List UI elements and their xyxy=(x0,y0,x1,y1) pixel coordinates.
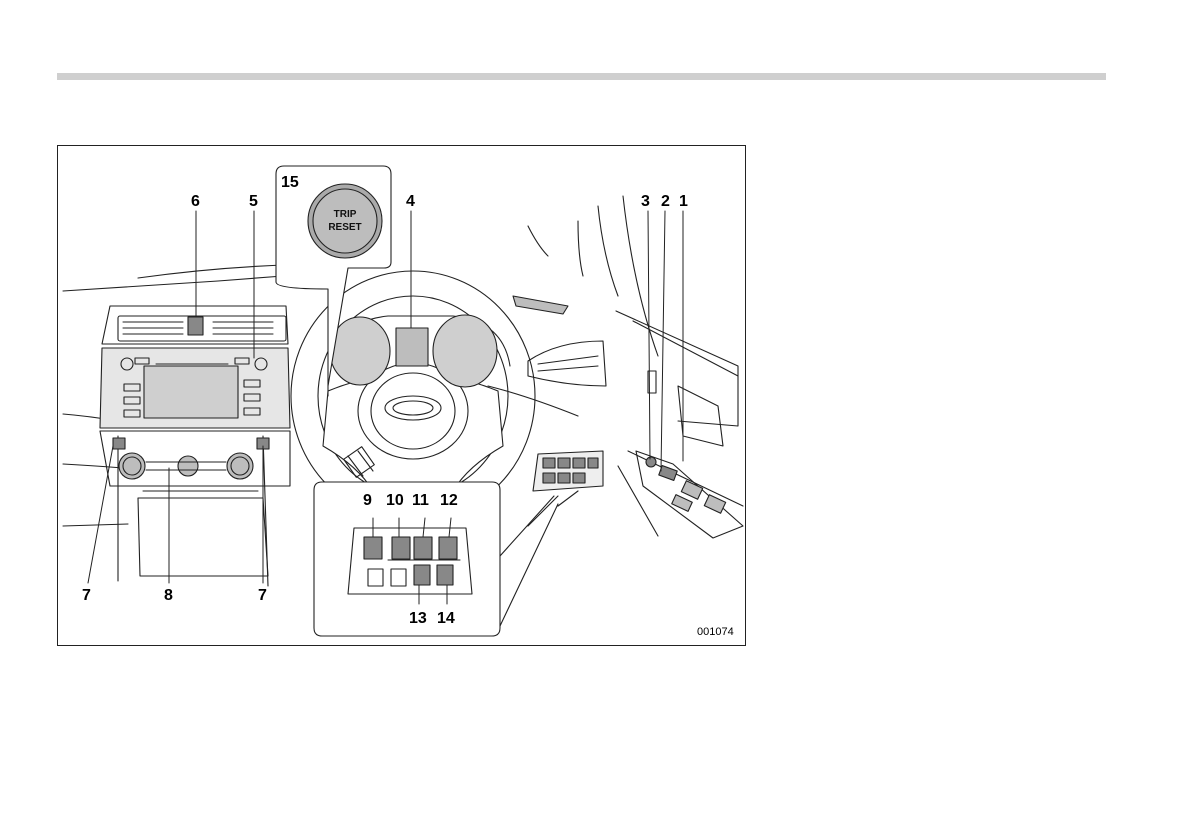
callout-3: 3 xyxy=(641,193,650,210)
callout-8: 8 xyxy=(164,587,173,604)
callout-4: 4 xyxy=(406,193,415,210)
callout-9: 9 xyxy=(363,492,372,509)
multi-info-display xyxy=(396,328,428,366)
switch-9 xyxy=(364,537,382,559)
speedometer xyxy=(433,315,497,387)
lower-switch-panel xyxy=(528,451,603,526)
center-console xyxy=(100,306,290,576)
switch-12 xyxy=(439,537,457,559)
dashboard-illustration: 1 2 3 4 5 6 7 8 7 15 9 10 11 12 13 14 TR… xyxy=(58,146,746,646)
callout-11: 11 xyxy=(412,492,429,509)
callout-15: 15 xyxy=(281,174,299,191)
callout-7-left: 7 xyxy=(82,587,91,604)
callout-7-right: 7 xyxy=(258,587,267,604)
switch-13 xyxy=(414,565,430,585)
dashboard-figure: 1 2 3 4 5 6 7 8 7 15 9 10 11 12 13 14 TR… xyxy=(57,145,746,646)
callout-6: 6 xyxy=(191,193,200,210)
switch-14 xyxy=(437,565,453,585)
seat-heater-left xyxy=(113,438,125,449)
climate-knob-center xyxy=(178,456,198,476)
switch-11 xyxy=(414,537,432,559)
callout-10: 10 xyxy=(386,492,404,509)
audio-screen xyxy=(144,366,238,418)
callout-1: 1 xyxy=(679,193,688,210)
callout-5: 5 xyxy=(249,193,258,210)
callout-2: 2 xyxy=(661,193,670,210)
switch-10 xyxy=(392,537,410,559)
callout-13: 13 xyxy=(409,610,427,627)
tachometer xyxy=(330,317,390,385)
header-rule xyxy=(57,73,1106,80)
hazard-button xyxy=(188,317,203,335)
callout-12: 12 xyxy=(440,492,458,509)
switch-zoom-box xyxy=(314,482,558,636)
mirror-switch xyxy=(646,457,656,467)
callout-14: 14 xyxy=(437,610,455,627)
trip-button-line2: RESET xyxy=(328,222,361,233)
trip-button-line1: TRIP xyxy=(334,209,357,220)
figure-id: 001074 xyxy=(697,626,734,638)
